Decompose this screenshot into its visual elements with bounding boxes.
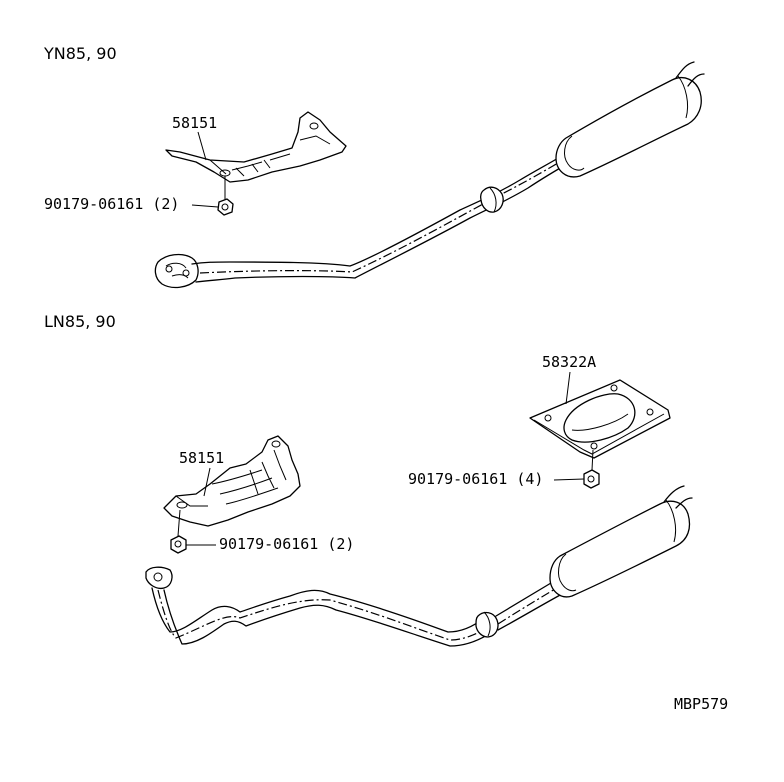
part-label-58322a: 58322A: [542, 353, 596, 371]
exhaust-pipe-assembly-bottom: [145, 485, 693, 647]
part-label-58151-bottom: 58151: [179, 449, 224, 467]
section-model-label-yn: YN85, 90: [43, 44, 117, 63]
part-label-nut-bottom: 90179-06161 (2): [219, 535, 354, 553]
leader-58151-top: [197, 131, 207, 161]
part-label-58151-top: 58151: [172, 114, 217, 132]
part-label-nut-top: 90179-06161 (2): [44, 195, 179, 213]
nut-90179-06161-top: [217, 176, 234, 216]
leader-nut-plate: [553, 478, 585, 481]
nut-90179-06161-bottom: [170, 509, 187, 554]
insulator-plate-58322a: [529, 379, 671, 459]
diagram-code: MBP579: [674, 695, 728, 713]
exhaust-pipe-assembly-top: [154, 61, 705, 289]
leader-58151-bottom: [203, 467, 211, 497]
leader-58322a: [565, 371, 571, 405]
part-label-nut-plate: 90179-06161 (4): [408, 470, 543, 488]
section-model-label-ln: LN85, 90: [44, 312, 116, 331]
heat-insulator-58151-top: [165, 111, 347, 183]
heat-insulator-58151-bottom: [163, 435, 301, 527]
nut-90179-06161-plate: [583, 449, 600, 489]
leader-nut-top: [191, 204, 219, 208]
